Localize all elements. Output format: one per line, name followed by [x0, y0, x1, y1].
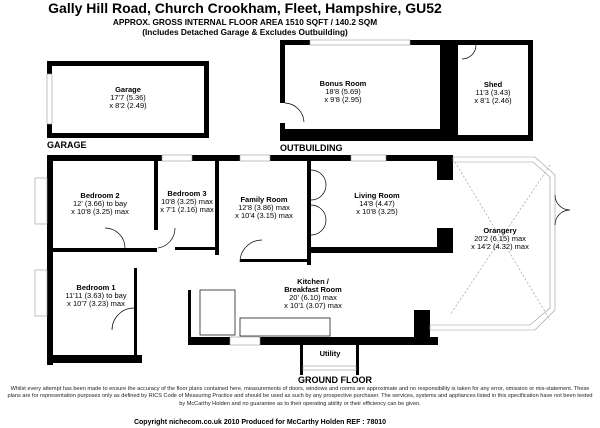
shed-dim1: 11'3 (3.43)	[475, 88, 511, 97]
orangery-label: Orangery	[483, 226, 517, 235]
bonus-room-dim2: x 9'8 (2.95)	[324, 95, 362, 104]
bedroom1-label: Bedroom 1	[76, 283, 115, 292]
family-room-dim2: x 10'4 (3.15) max	[235, 211, 293, 220]
bedroom2-dim1: 12' (3.66) to bay	[73, 199, 127, 208]
living-room-dim1: 14'8 (4.47)	[359, 199, 395, 208]
orangery-dim2: x 14'2 (4.32) max	[471, 242, 529, 251]
disclaimer: Whilst every attempt has been made to en…	[7, 386, 593, 407]
kitchen-label-2: Breakfast Room	[284, 285, 342, 294]
floor-area: APPROX. GROSS INTERNAL FLOOR AREA 1510 S…	[112, 17, 378, 27]
bedroom3-dim2: x 7'1 (2.16) max	[160, 205, 214, 214]
bedroom1-dim1: 11'11 (3.63) to bay	[65, 291, 126, 300]
garage-dim1: 17'7 (5.36)	[110, 93, 146, 102]
bonus-room-label: Bonus Room	[320, 79, 367, 88]
outbuilding-section-label: OUTBUILDING	[280, 143, 343, 153]
garage-dim2: x 8'2 (2.49)	[109, 101, 147, 110]
living-room-label: Living Room	[354, 191, 400, 200]
bedroom3-label: Bedroom 3	[167, 189, 206, 198]
bedroom1-dim2: x 10'7 (3.23) max	[67, 299, 125, 308]
utility-label: Utility	[320, 349, 342, 358]
room-labels: Bedroom 2 12' (3.66) to bay x 10'8 (3.25…	[65, 189, 529, 385]
garage-building: Garage 17'7 (5.36) x 8'2 (2.49) GARAGE	[46, 61, 209, 150]
bedroom2-dim2: x 10'8 (3.25) max	[71, 207, 129, 216]
kitchen-dim1: 20' (6.10) max	[289, 293, 337, 302]
bedroom2-label: Bedroom 2	[80, 191, 119, 200]
area-note: (Includes Detached Garage & Excludes Out…	[142, 27, 348, 37]
orangery-dim1: 20'2 (6.15) max	[474, 234, 526, 243]
ground-floor-label: GROUND FLOOR	[298, 375, 372, 385]
bedroom3-dim1: 10'8 (3.25) max	[161, 197, 213, 206]
bonus-room-dim1: 18'8 (5.69)	[325, 87, 361, 96]
kitchen-dim2: x 10'1 (3.07) max	[284, 301, 342, 310]
garage-label: Garage	[115, 85, 141, 94]
copyright: Copyright nichecom.co.uk 2010 Produced f…	[133, 419, 387, 426]
page-title: Gally Hill Road, Church Crookham, Fleet,…	[48, 0, 442, 16]
living-room-dim2: x 10'8 (3.25)	[356, 207, 398, 216]
garage-section-label: GARAGE	[47, 140, 87, 150]
family-room-label: Family Room	[240, 195, 287, 204]
main-house	[34, 154, 571, 375]
outbuilding: Bonus Room 18'8 (5.69) x 9'8 (2.95) Shed…	[280, 39, 533, 153]
kitchen-label: Kitchen /	[297, 277, 330, 286]
shed-dim2: x 8'1 (2.46)	[474, 96, 512, 105]
shed-label: Shed	[484, 80, 503, 89]
family-room-dim1: 12'8 (3.86) max	[238, 203, 290, 212]
